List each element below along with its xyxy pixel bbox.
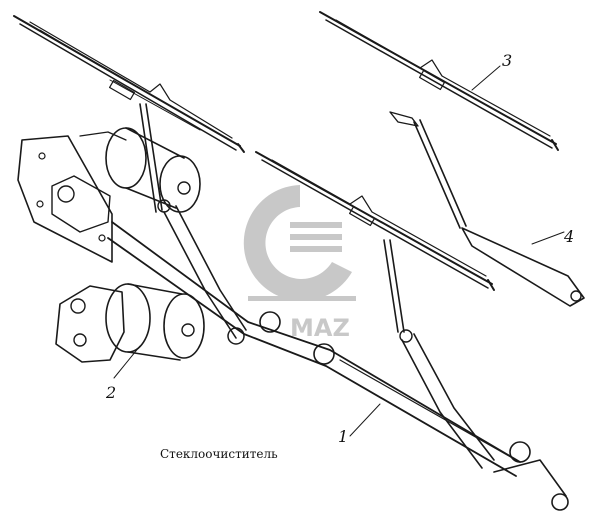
motor — [55, 283, 205, 379]
callout-wiper-blade: 3 — [502, 51, 512, 70]
wiper-blade-center — [255, 151, 495, 291]
callout-wiper-linkage: 1 — [338, 427, 348, 446]
gear-logo-icon — [243, 185, 352, 301]
watermark: MAZ — [243, 185, 356, 342]
diagram-caption: Стеклоочиститель — [160, 447, 278, 461]
wiper-linkage — [107, 221, 569, 511]
callout-motor: 2 — [105, 383, 116, 402]
upper-motor-assembly — [17, 127, 201, 263]
wiper-arm — [389, 111, 585, 307]
watermark-bar — [248, 296, 356, 301]
wiper-arm-center — [383, 239, 495, 469]
wiper-blade-left — [13, 15, 245, 153]
callout-wiper-arm: 4 — [563, 227, 574, 246]
wiper-blade — [319, 11, 559, 151]
watermark-text: MAZ — [290, 314, 350, 342]
